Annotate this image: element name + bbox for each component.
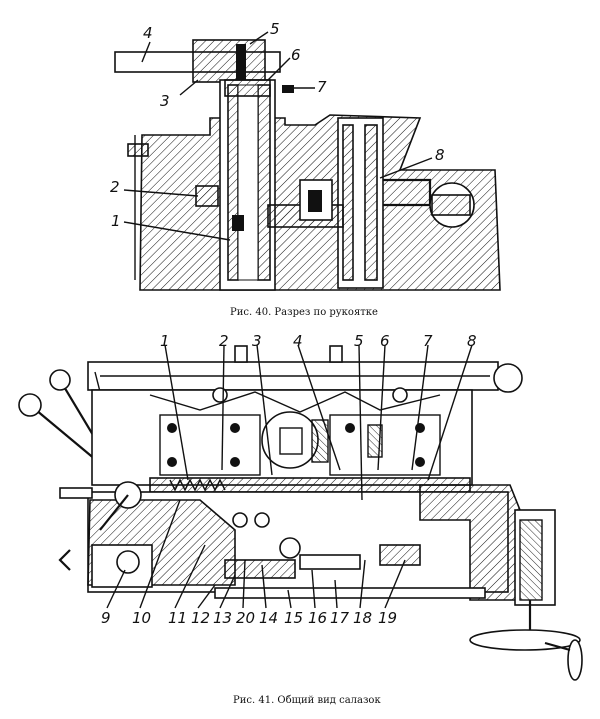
- fig41-label-18: 18: [353, 609, 372, 627]
- fig40-label-4: 4: [143, 24, 153, 42]
- fig41-label-4: 4: [293, 332, 303, 350]
- fig40-label-2: 2: [110, 178, 120, 196]
- figure-40-section-drawing: [114, 39, 501, 291]
- fig40-label-1: 1: [111, 212, 121, 230]
- fig41-label-15: 15: [284, 609, 303, 627]
- figure-41-caption: Рис. 41. Общий вид салазок: [233, 695, 381, 706]
- fig40-label-7: 7: [317, 78, 327, 96]
- fig41-label-7: 7: [423, 332, 433, 350]
- fig41-label-11: 11: [168, 609, 187, 627]
- fig41-label-6: 6: [380, 332, 390, 350]
- fig41-label-1: 1: [160, 332, 170, 350]
- fig41-label-14: 14: [259, 609, 278, 627]
- fig41-label-19: 19: [378, 609, 397, 627]
- figure-41-general-view-drawing: [18, 345, 583, 681]
- fig40-label-5: 5: [270, 20, 280, 38]
- fig40-label-6: 6: [291, 46, 301, 64]
- figure-40-leaders: [123, 31, 433, 241]
- fig41-label-16: 16: [308, 609, 327, 627]
- fig41-label-17: 17: [330, 609, 350, 627]
- figure-41-leaders: [106, 344, 473, 609]
- fig41-label-12: 12: [191, 609, 210, 627]
- fig41-label-2: 2: [219, 332, 229, 350]
- fig41-label-8: 8: [467, 332, 477, 350]
- fig40-label-8: 8: [435, 146, 445, 164]
- fig40-label-3: 3: [160, 92, 170, 110]
- fig41-label-10: 10: [132, 609, 151, 627]
- fig41-label-9: 9: [101, 609, 111, 627]
- fig41-label-3: 3: [252, 332, 262, 350]
- figure-40-caption: Рис. 40. Разрез по рукоятке: [230, 307, 378, 318]
- fig41-label-5: 5: [354, 332, 364, 350]
- fig41-label-20: 20: [236, 609, 255, 627]
- fig41-label-13: 13: [213, 609, 232, 627]
